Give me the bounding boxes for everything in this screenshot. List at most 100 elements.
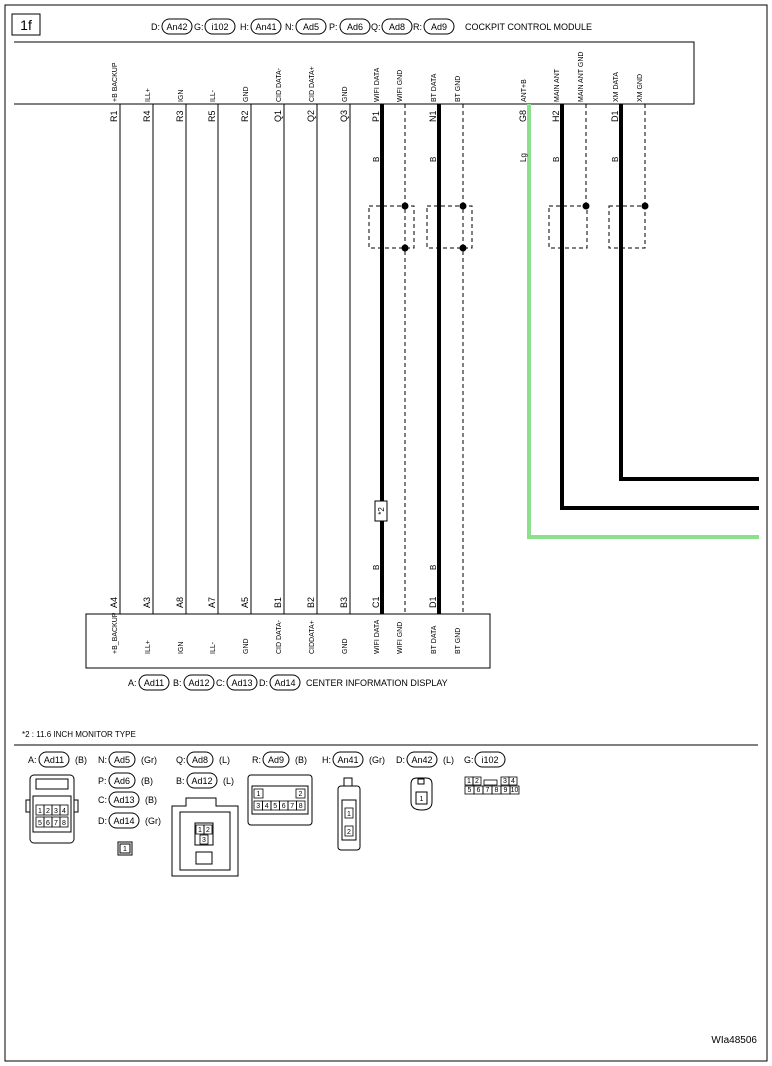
pin-number: 2 <box>206 827 210 834</box>
wire-color-label: B <box>552 157 561 162</box>
bottom-connector-letter: A: <box>128 678 137 688</box>
top-connector-id: Ad8 <box>389 22 405 32</box>
legend-oval <box>474 751 506 768</box>
top-signal-label: MAIN ANT <box>554 68 561 102</box>
pin-number: 1 <box>467 778 471 785</box>
top-pin-label: Q1 <box>273 110 283 122</box>
bottom-signal-label: CID DATA- <box>276 619 283 654</box>
connector-id-oval <box>250 18 282 35</box>
connector-id-oval <box>204 18 236 35</box>
bottom-pin-label: A8 <box>175 597 185 608</box>
bottom-connector-id: Ad14 <box>274 678 295 688</box>
legend-letter: C: <box>98 795 107 805</box>
pin-number: 2 <box>299 791 303 798</box>
legend-color: (B) <box>145 795 157 805</box>
legend-oval <box>186 772 218 789</box>
pin-number: 1 <box>38 808 42 815</box>
legend-letter: H: <box>322 755 331 765</box>
bottom-pin-label: B1 <box>273 597 283 608</box>
shield-ground-dot <box>459 202 467 210</box>
bottom-signal-label: GND <box>243 638 250 654</box>
wire-color-label: B <box>611 157 620 162</box>
connector-id-oval <box>161 18 193 35</box>
pin-number: 7 <box>54 820 58 827</box>
pin-number: 8 <box>62 820 66 827</box>
legend-color: (Gr) <box>369 755 385 765</box>
pin-cell <box>344 825 354 837</box>
bottom-signal-label: WIFI DATA <box>374 619 381 654</box>
legend-color: (L) <box>223 776 234 786</box>
pin-number: 8 <box>495 787 499 794</box>
connector-id-oval <box>295 18 327 35</box>
top-pin-label: R1 <box>109 110 119 122</box>
bottom-signal-label: WIFI GND <box>397 622 404 654</box>
bottom-signal-label: BT GND <box>455 628 462 654</box>
top-connector-id: Ad6 <box>347 22 363 32</box>
legend-color: (L) <box>219 755 230 765</box>
pin-cell <box>59 804 69 816</box>
pin-number: 3 <box>202 837 206 844</box>
wire-harness <box>119 104 759 614</box>
page-label-box <box>11 13 41 36</box>
bottom-pin-label: A5 <box>240 597 250 608</box>
pin-number: 6 <box>282 803 286 810</box>
connector-id-oval <box>138 674 170 691</box>
pin-number: 8 <box>299 803 303 810</box>
pin-number: 5 <box>38 820 42 827</box>
top-pin-label: D1 <box>610 110 620 122</box>
legend-id: Ad6 <box>114 776 130 786</box>
bottom-signal-label: ILL- <box>210 641 217 654</box>
pin-number: 6 <box>46 820 50 827</box>
bottom-pin-label: A3 <box>142 597 152 608</box>
legend-id: An42 <box>411 755 432 765</box>
pin-cell <box>296 800 306 811</box>
pin-number: 7 <box>486 787 490 794</box>
legend-oval <box>38 751 70 768</box>
top-module-box <box>14 41 695 105</box>
bottom-pin-label: A4 <box>109 597 119 608</box>
bottom-pin-label: D1 <box>428 596 438 608</box>
legend-letter: R: <box>252 755 261 765</box>
shield-ground-dot <box>641 202 649 210</box>
top-pin-label: R3 <box>175 110 185 122</box>
top-pin-label: G8 <box>518 110 528 122</box>
wire-color-label: Lg <box>519 153 528 162</box>
legend-letter: D: <box>396 755 405 765</box>
pin-cell <box>508 776 518 786</box>
bottom-signal-label: BT DATA <box>431 625 438 654</box>
legend-id: Ad8 <box>192 755 208 765</box>
connector-id-oval <box>423 18 455 35</box>
connector-id-oval <box>339 18 371 35</box>
pin-number: 6 <box>477 787 481 794</box>
wire-color-label: B <box>429 565 438 570</box>
pin-cell <box>199 834 209 845</box>
pin-number: 1 <box>347 811 351 818</box>
top-signal-label: CID DATA+ <box>309 66 316 102</box>
bottom-signal-label: CIDDATA+ <box>309 620 316 654</box>
connector-id-oval <box>226 674 258 691</box>
top-connector-letter: H: <box>240 22 249 32</box>
legend-oval <box>186 751 214 768</box>
pin-number: 5 <box>273 803 277 810</box>
wire-color-label: B <box>429 157 438 162</box>
top-connector-letter: R: <box>413 22 422 32</box>
legend-color: (B) <box>295 755 307 765</box>
top-pin-label: H2 <box>551 110 561 122</box>
top-signal-label: WIFI GND <box>397 70 404 102</box>
pin-number: 4 <box>62 808 66 815</box>
pin-cell <box>203 824 213 835</box>
pin-number: 3 <box>256 803 260 810</box>
connector-face-ad14: 1 <box>117 841 133 856</box>
bottom-pin-label: C1 <box>371 596 381 608</box>
shield-box <box>608 205 646 249</box>
connector-face-an42: 1 <box>410 777 433 811</box>
top-connector-letter: D: <box>151 22 160 32</box>
top-signal-label: GND <box>243 86 250 102</box>
legend-id: Ad5 <box>114 755 130 765</box>
pin-cell <box>295 788 306 799</box>
connector-latch <box>483 779 498 786</box>
pin-cell <box>253 788 264 799</box>
legend-id: Ad11 <box>44 755 64 765</box>
